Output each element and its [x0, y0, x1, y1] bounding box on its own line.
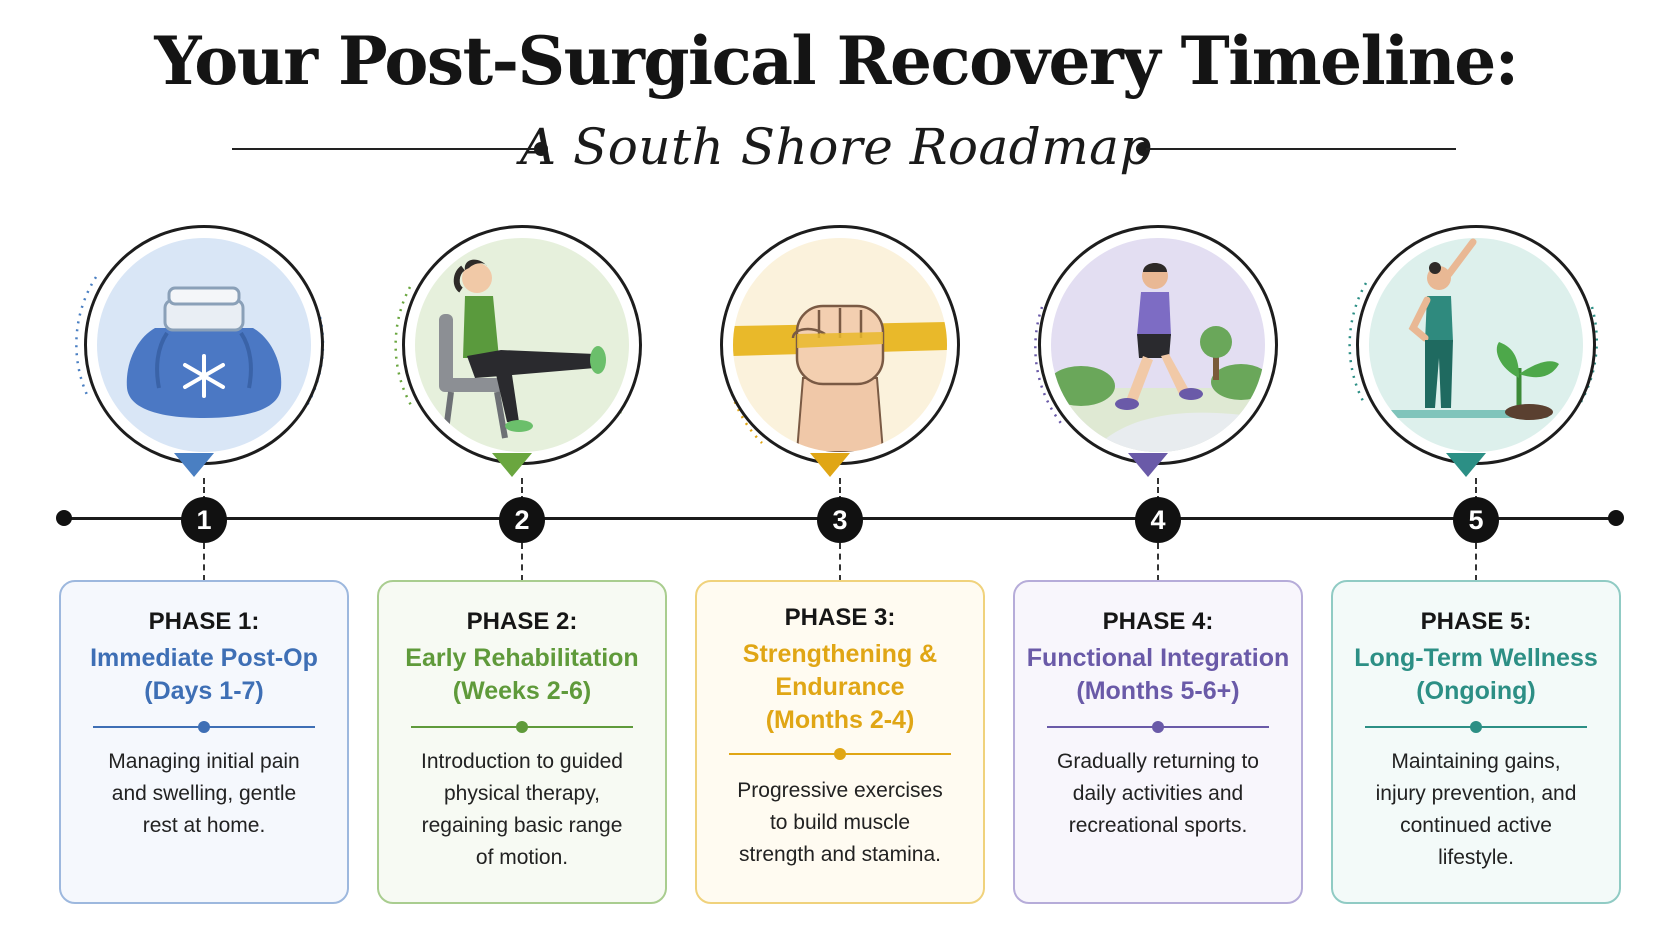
phase-5-stem-top — [1475, 478, 1477, 502]
phase-4-pointer — [1128, 453, 1168, 477]
page-subtitle: A South Shore Roadmap — [520, 118, 1152, 176]
phase-2-label: PHASE 2: — [466, 608, 578, 635]
phase-5-illustration — [1348, 225, 1599, 465]
phase-3-divider-dot — [834, 748, 846, 760]
phase-5-description-line: continued active — [1400, 814, 1552, 837]
phase-5-inner — [1369, 238, 1583, 452]
phase-5-description-line: Maintaining gains, — [1391, 750, 1561, 773]
phase-3-inner — [733, 238, 947, 452]
phase-5-pointer — [1446, 453, 1486, 477]
phase-2-number-node: 2 — [499, 497, 545, 543]
subtitle-right-rule — [1146, 148, 1456, 150]
phase-5-divider-dot — [1470, 721, 1482, 733]
phase-5-number-node: 5 — [1453, 497, 1499, 543]
phase-5-description-line: injury prevention, and — [1375, 782, 1577, 805]
phase-2-divider — [411, 721, 633, 733]
phase-4-stem-top — [1157, 478, 1159, 502]
phase-1-divider-dot — [198, 721, 210, 733]
walking-person-icon — [1051, 238, 1265, 452]
stretching-person-plant-icon — [1369, 238, 1583, 452]
phase-4-number-node: 4 — [1135, 497, 1181, 543]
phase-3-description-line: strength and stamina. — [739, 843, 941, 866]
phase-3-description: Progressive exercises to build muscle st… — [697, 775, 983, 871]
phase-2-description: Introduction to guided physical therapy,… — [379, 746, 665, 874]
phase-1-name-line-1: Immediate Post-Op — [90, 644, 318, 672]
phase-3-description-line: Progressive exercises — [737, 779, 943, 802]
phase-4-inner — [1051, 238, 1265, 452]
phase-4-illustration — [1034, 225, 1278, 465]
phase-2-illustration — [394, 225, 642, 465]
phase-4-label: PHASE 4: — [1102, 608, 1214, 635]
phase-1-illustration — [75, 225, 325, 465]
phase-1-description-line: rest at home. — [142, 814, 266, 837]
timeline-start-dot — [56, 510, 72, 526]
phase-3-card: PHASE 3: Strengthening & Endurance (Mont… — [695, 580, 985, 904]
resistance-band-fist-icon — [733, 238, 947, 452]
phase-1-inner — [97, 238, 311, 452]
subtitle-row: A South Shore Roadmap — [0, 118, 1672, 178]
phase-1-stem-bottom — [203, 543, 205, 581]
ice-pack-icon — [97, 238, 311, 452]
phase-2-description-line: physical therapy, — [443, 782, 601, 805]
phase-4-stem-bottom — [1157, 543, 1159, 581]
phase-4-divider — [1047, 721, 1269, 733]
phase-1-number-node: 1 — [181, 497, 227, 543]
phase-4-name-line-2: (Months 5-6+) — [1076, 677, 1240, 705]
phase-2-description-line: of motion. — [475, 846, 569, 869]
phase-1-pointer — [174, 453, 214, 477]
phase-5-divider — [1365, 721, 1587, 733]
phase-2-stem-bottom — [521, 543, 523, 581]
subtitle-right-dot — [1136, 142, 1150, 156]
phase-2-name-line-2: (Weeks 2-6) — [452, 677, 592, 705]
phase-3-name-line-2: Endurance — [775, 673, 905, 701]
phase-5-name-line-2: (Ongoing) — [1416, 677, 1536, 705]
phase-3-stem-top — [839, 478, 841, 502]
subtitle-left-rule — [232, 148, 538, 150]
page-title: Your Post-Surgical Recovery Timeline: — [154, 22, 1519, 100]
phase-2-card: PHASE 2: Early Rehabilitation (Weeks 2-6… — [377, 580, 667, 904]
phase-4-description-line: daily activities and — [1072, 782, 1244, 805]
phase-2-stem-top — [521, 478, 523, 502]
phase-4-card: PHASE 4: Functional Integration (Months … — [1013, 580, 1303, 904]
phase-5-card: PHASE 5: Long-Term Wellness (Ongoing) Ma… — [1331, 580, 1621, 904]
timeline-end-dot — [1608, 510, 1624, 526]
phase-5-stem-bottom — [1475, 543, 1477, 581]
phase-5-name-line-1: Long-Term Wellness — [1354, 644, 1598, 672]
phase-1-description-line: Managing initial pain — [108, 750, 300, 773]
phase-3-name-line-3: (Months 2-4) — [765, 706, 915, 734]
phase-4-description: Gradually returning to daily activities … — [1015, 746, 1301, 842]
phase-2-pointer — [492, 453, 532, 477]
phase-4-description-line: Gradually returning to — [1057, 750, 1259, 773]
phase-5-label: PHASE 5: — [1420, 608, 1532, 635]
phase-3-illustration — [720, 225, 960, 465]
phase-2-name-line-1: Early Rehabilitation — [405, 644, 639, 672]
phase-3-divider — [729, 748, 951, 760]
phase-1-label: PHASE 1: — [148, 608, 260, 635]
phase-1-description: Managing initial pain and swelling, gent… — [61, 746, 347, 842]
phase-4-name-line-1: Functional Integration — [1026, 644, 1290, 672]
phase-4-description-line: recreational sports. — [1068, 814, 1248, 837]
phase-1-card: PHASE 1: Immediate Post-Op (Days 1-7) Ma… — [59, 580, 349, 904]
phase-3-stem-bottom — [839, 543, 841, 581]
phase-5-description: Maintaining gains, injury prevention, an… — [1333, 746, 1619, 874]
phase-3-number-node: 3 — [817, 497, 863, 543]
subtitle-left-dot — [534, 142, 548, 156]
phase-4-divider-dot — [1152, 721, 1164, 733]
phase-2-divider-dot — [516, 721, 528, 733]
phase-1-description-line: and swelling, gentle — [111, 782, 297, 805]
phase-2-inner — [415, 238, 629, 452]
seated-leg-raise-icon — [415, 238, 629, 452]
phase-1-divider — [93, 721, 315, 733]
phase-3-name-line-1: Strengthening & — [742, 640, 938, 668]
phase-1-name-line-2: (Days 1-7) — [144, 677, 264, 705]
phase-3-description-line: to build muscle — [769, 811, 911, 834]
phase-2-description-line: Introduction to guided — [421, 750, 623, 773]
phase-3-label: PHASE 3: — [784, 604, 896, 631]
phase-2-description-line: regaining basic range — [421, 814, 623, 837]
phase-3-pointer — [810, 453, 850, 477]
phase-5-description-line: lifestyle. — [1438, 846, 1514, 869]
phase-1-stem-top — [203, 478, 205, 502]
